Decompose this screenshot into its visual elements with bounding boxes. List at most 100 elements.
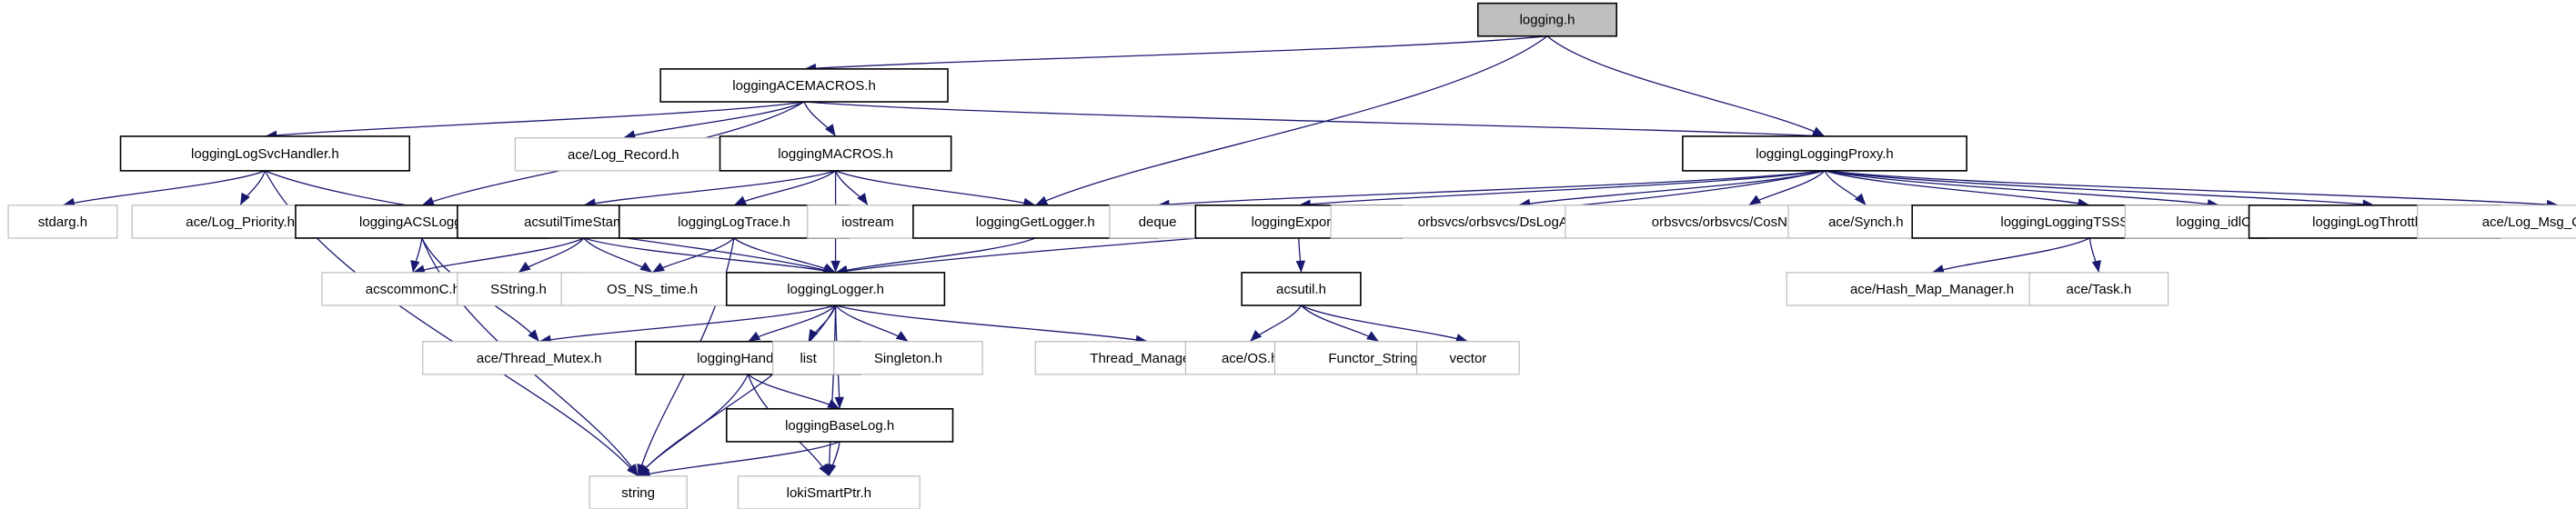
edge-timestamp-to-logger [583,237,836,274]
graph-node-logmsgcallback[interactable]: ace/Log_Msg_Callback.h [2417,205,2576,239]
edge-arrowhead [822,263,836,273]
edge-logtrace-to-logger [733,237,836,274]
node-label-string: string [621,485,655,501]
edge-acemacros-to-logrecord [623,101,805,139]
node-box-loggingproxy[interactable] [1682,135,1967,172]
edge-arrowhead [628,464,639,476]
graph-node-acetask[interactable]: ace/Task.h [2028,272,2169,306]
node-box-baselog[interactable] [725,408,954,443]
node-box-list[interactable] [771,341,845,375]
edge-arrowhead [1454,334,1468,344]
graph-node-acsutil[interactable]: acsutil.h [1241,272,1362,306]
edge-acemacros-to-loggingproxy [804,101,1826,137]
node-label-export: loggingExport.h [1252,215,1346,230]
edge-arrowhead [652,262,665,273]
edge-arrowhead [830,260,840,273]
edge-handler-to-string [638,374,749,477]
node-box-vector[interactable] [1415,341,1520,375]
graph-node-stdarg[interactable]: stdarg.h [7,205,118,239]
edge-logger-to-threadmutex [538,304,836,343]
graph-node-string[interactable]: string [589,475,688,509]
node-box-iostream[interactable] [807,205,929,239]
node-box-logging[interactable] [1476,2,1618,37]
edge-tssstorage-to-hashmapmanager [1931,237,2090,274]
node-box-lokismartptr[interactable] [737,475,921,509]
graph-node-logsvchandler[interactable]: loggingLogSvcHandler.h [119,135,411,172]
edge-arrowhead [518,262,531,273]
edge-arrowhead [1854,193,1867,205]
graph-node-loggingproxy[interactable]: loggingLoggingProxy.h [1682,135,1967,172]
node-label-acslogger: loggingACSLogger.h [359,215,485,230]
node-label-hashmapmanager: ace/Hash_Map_Manager.h [1850,282,2014,297]
graph-node-sstring[interactable]: SString.h [457,272,580,306]
edge-macros-to-getlogger [835,170,1036,206]
node-label-aceos: ace/OS.h [1222,351,1279,366]
graph-node-hashmapmanager[interactable]: ace/Hash_Map_Manager.h [1786,272,2078,306]
edge-arrowhead [1295,260,1306,273]
edge-arrowhead [1250,329,1263,342]
node-box-threadmutex[interactable] [422,341,657,375]
edges-layer [62,35,2559,478]
node-box-logrecord[interactable] [514,137,732,172]
edge-arrowhead [808,328,819,342]
edge-arrowhead [748,331,761,342]
edge-arrowhead [421,196,435,206]
graph-node-singleton[interactable]: Singleton.h [833,341,983,375]
node-box-osnstime[interactable] [560,272,744,306]
graph-node-logger[interactable]: loggingLogger.h [725,272,946,306]
edge-logger-to-singleton [835,304,909,343]
graph-node-vector[interactable]: vector [1415,341,1520,375]
node-box-sstring[interactable] [457,272,580,306]
graph-node-iostream[interactable]: iostream [807,205,929,239]
node-box-stdarg[interactable] [7,205,118,239]
edge-arrowhead [825,124,836,136]
graph-node-baselog[interactable]: loggingBaseLog.h [725,408,954,443]
graph-node-acemacros[interactable]: loggingACEMACROS.h [659,68,949,103]
edge-acsutil-to-vector [1301,304,1469,343]
graph-node-threadmutex[interactable]: ace/Thread_Mutex.h [422,341,657,375]
node-label-functorstring: Functor_String.h [1328,351,1429,366]
graph-node-macros[interactable]: loggingMACROS.h [719,135,952,172]
edge-arrowhead [623,130,637,140]
edge-loggingproxy-to-tssstorage [1824,170,2090,206]
node-label-logmsgcallback: ace/Log_Msg_Callback.h [2482,215,2576,230]
graph-node-logging[interactable]: logging.h [1476,2,1618,37]
node-box-hashmapmanager[interactable] [1786,272,2078,306]
node-box-string[interactable] [589,475,688,509]
edge-loggingproxy-to-logthrottle [1824,170,2375,206]
node-label-timestamp: acsutilTimeStamp.h [524,215,643,230]
node-box-logmsgcallback[interactable] [2417,205,2576,239]
edge-arrowhead [1366,331,1379,342]
edge-arrowhead [1932,264,1945,274]
node-label-list: list [800,351,817,366]
edge-arrowhead [1748,195,1762,205]
node-box-acetask[interactable] [2028,272,2169,306]
node-box-logsvchandler[interactable] [119,135,411,172]
edge-arrowhead [895,331,909,342]
graph-node-list[interactable]: list [771,341,845,375]
node-box-macros[interactable] [719,135,952,172]
edge-timestamp-to-acscommonc [412,237,585,274]
graph-node-logrecord[interactable]: ace/Log_Record.h [514,137,732,172]
edge-acsutil-to-functorstring [1301,304,1380,343]
edge-arrowhead [857,193,868,205]
node-label-acscommonc: acscommonC.h [366,282,460,297]
node-box-acsutil[interactable] [1241,272,1362,306]
edge-arrowhead [410,260,420,273]
node-label-stdarg: stdarg.h [38,215,87,230]
edge-baselog-to-string [638,441,840,477]
node-label-threadmutex: ace/Thread_Mutex.h [477,351,602,366]
nodes-layer: logging.h loggingACEMACROS.h loggingLogSvc… [7,2,2576,509]
node-box-singleton[interactable] [833,341,983,375]
node-box-logger[interactable] [725,272,946,306]
graph-node-lokismartptr[interactable]: lokiSmartPtr.h [737,475,921,509]
node-label-acetask: ace/Task.h [2066,282,2131,297]
node-box-acemacros[interactable] [659,68,949,103]
edge-arrowhead [638,464,649,476]
node-label-acemacros: loggingACEMACROS.h [732,78,876,94]
graph-node-deque[interactable]: deque [1109,205,1206,239]
graph-node-osnstime[interactable]: OS_NS_time.h [560,272,744,306]
edge-arrowhead [827,399,840,409]
node-label-iostream: iostream [841,215,894,230]
